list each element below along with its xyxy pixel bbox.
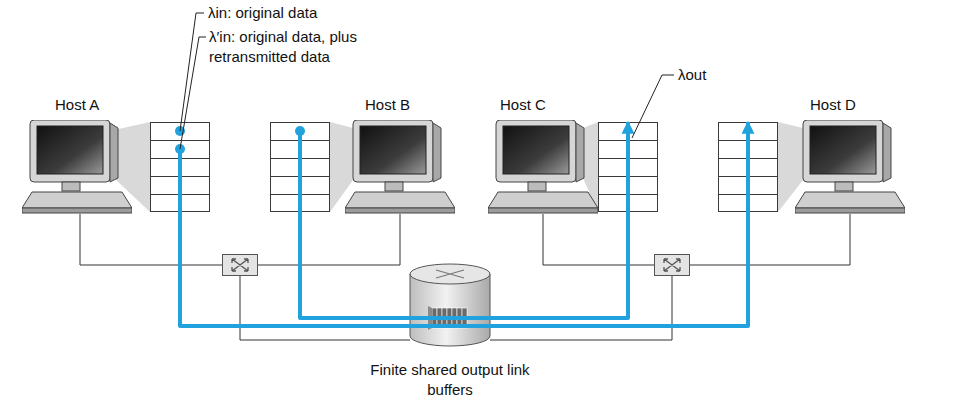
host-label: Host A: [55, 96, 99, 114]
host-label: Host D: [810, 96, 856, 114]
router-icon: [410, 264, 490, 346]
caption-label: Finite shared output link buffers: [370, 360, 530, 400]
buffer-stack: Host D: [718, 122, 778, 212]
buffer-projection: [330, 122, 353, 212]
switch-icon: [655, 255, 690, 276]
callout-label: λin: original data: [208, 3, 468, 23]
callout-label: λout: [678, 65, 738, 85]
flow-line: [298, 131, 302, 212]
buffer-stack: Host C: [598, 122, 658, 212]
buffer-stack: Host A: [150, 122, 210, 212]
leader-lines: [180, 13, 674, 149]
flow-dot: [175, 126, 185, 136]
buffer-stack: Host B: [270, 122, 330, 212]
host-computer: [488, 120, 598, 213]
host-label: Host C: [500, 96, 546, 114]
host-label: Host B: [365, 96, 410, 114]
flow-dot: [295, 126, 305, 136]
switch-icon: [223, 255, 258, 276]
buffer-projection: [778, 122, 803, 212]
callout-label: λ′in: original data, plus retransmitted …: [209, 27, 409, 67]
host-computer: [345, 120, 455, 213]
network-wires: [80, 214, 850, 340]
host-computer: [795, 120, 905, 213]
data-flow-path: [180, 122, 748, 326]
data-flow-path: [300, 122, 628, 318]
flow-dot: [175, 144, 185, 154]
host-computer: [22, 120, 132, 213]
flow-line: [178, 149, 182, 212]
